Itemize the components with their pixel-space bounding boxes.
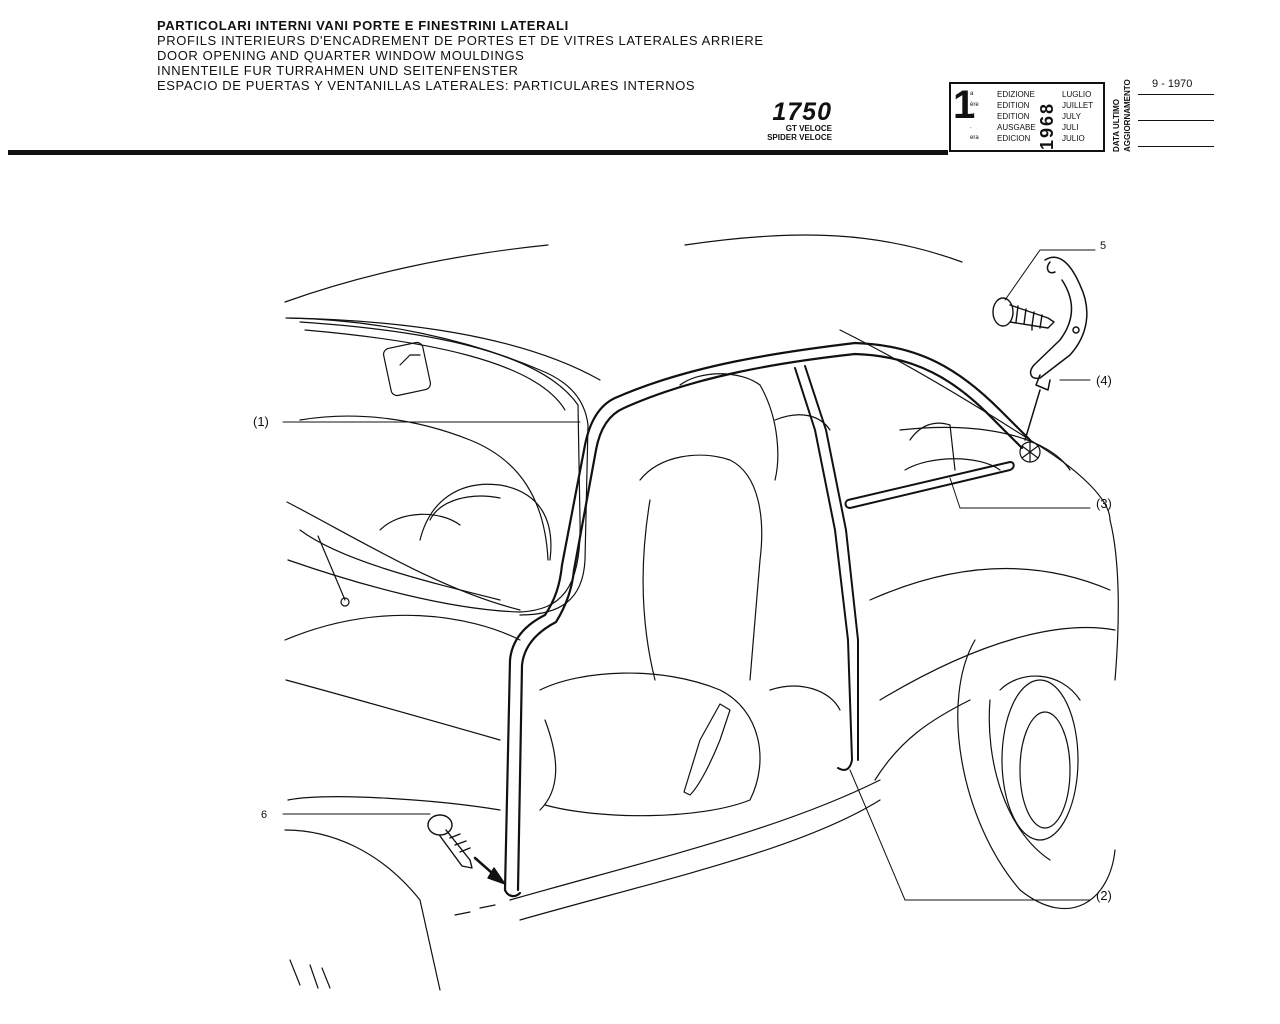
rear-wheel [957,639,1116,910]
edition-label: EDICION [997,134,1031,143]
front-wheel [289,904,496,989]
wheel-emblem [1019,441,1041,463]
leader-lines [282,249,1096,901]
edition-month: JUILLET [1062,101,1094,110]
moulding-3 [844,461,1015,509]
model-block: 1750 GT VELOCE SPIDER VELOCE [752,98,832,143]
edition-label: AUSGABE [997,123,1036,132]
title-italian: PARTICOLARI INTERNI VANI PORTE E FINESTR… [157,18,569,33]
callout-2: (2) [1096,888,1112,903]
edition-suffix: ère [970,102,979,108]
header-rule [8,150,948,155]
model-variant-spider: SPIDER VELOCE [767,133,832,142]
callout-1: (1) [253,414,269,429]
clip-4 [1024,256,1088,441]
edition-labels: EDIZIONE EDITION EDITION AUSGABE EDICION [997,89,1036,144]
edition-month: JULY [1062,112,1081,121]
windshield [289,317,589,616]
update-line [1138,94,1214,95]
edition-suffix: st [970,113,975,119]
edition-months: LUGLIO JUILLET JULY JULI JULIO [1062,89,1093,144]
screw-6 [427,814,506,885]
update-line [1138,146,1214,147]
edition-suffix: . [970,124,972,130]
title-german: INNENTEILE FUR TURRAHMEN UND SEITENFENST… [157,63,519,78]
edition-suffixes: a ère st . era [970,89,984,144]
front-seat [539,373,841,817]
update-date: 9 - 1970 [1152,78,1193,90]
callout-3: (3) [1096,496,1112,511]
edition-label: EDITION [997,101,1030,110]
car-body-outline [284,234,1119,991]
title-english: DOOR OPENING AND QUARTER WINDOW MOULDING… [157,48,525,63]
edition-month: LUGLIO [1062,90,1092,99]
update-line [1138,120,1214,121]
callout-6: 6 [261,809,268,821]
title-french: PROFILS INTERIEURS D'ENCADREMENT DE PORT… [157,33,764,48]
edition-month: JULI [1062,123,1079,132]
title-spanish: ESPACIO DE PUERTAS Y VENTANILLAS LATERAL… [157,78,696,93]
dashboard [299,415,552,607]
edition-label: EDIZIONE [997,90,1035,99]
callout-4: (4) [1096,373,1112,388]
screw-5 [992,297,1055,331]
moulding-1 [503,341,1032,898]
title-block: PARTICOLARI INTERNI VANI PORTE E FINESTR… [157,18,764,93]
edition-number: 1 [953,83,976,127]
model-variant-gt: GT VELOCE [785,124,832,133]
edition-month: JULIO [1062,134,1085,143]
edition-label: EDITION [997,112,1030,121]
moulding-2 [794,365,859,771]
model-number: 1750 [772,98,832,126]
edition-suffix: a [970,91,974,97]
edition-suffix: era [970,135,979,141]
edition-box [949,82,1105,152]
callout-5: 5 [1100,240,1107,252]
